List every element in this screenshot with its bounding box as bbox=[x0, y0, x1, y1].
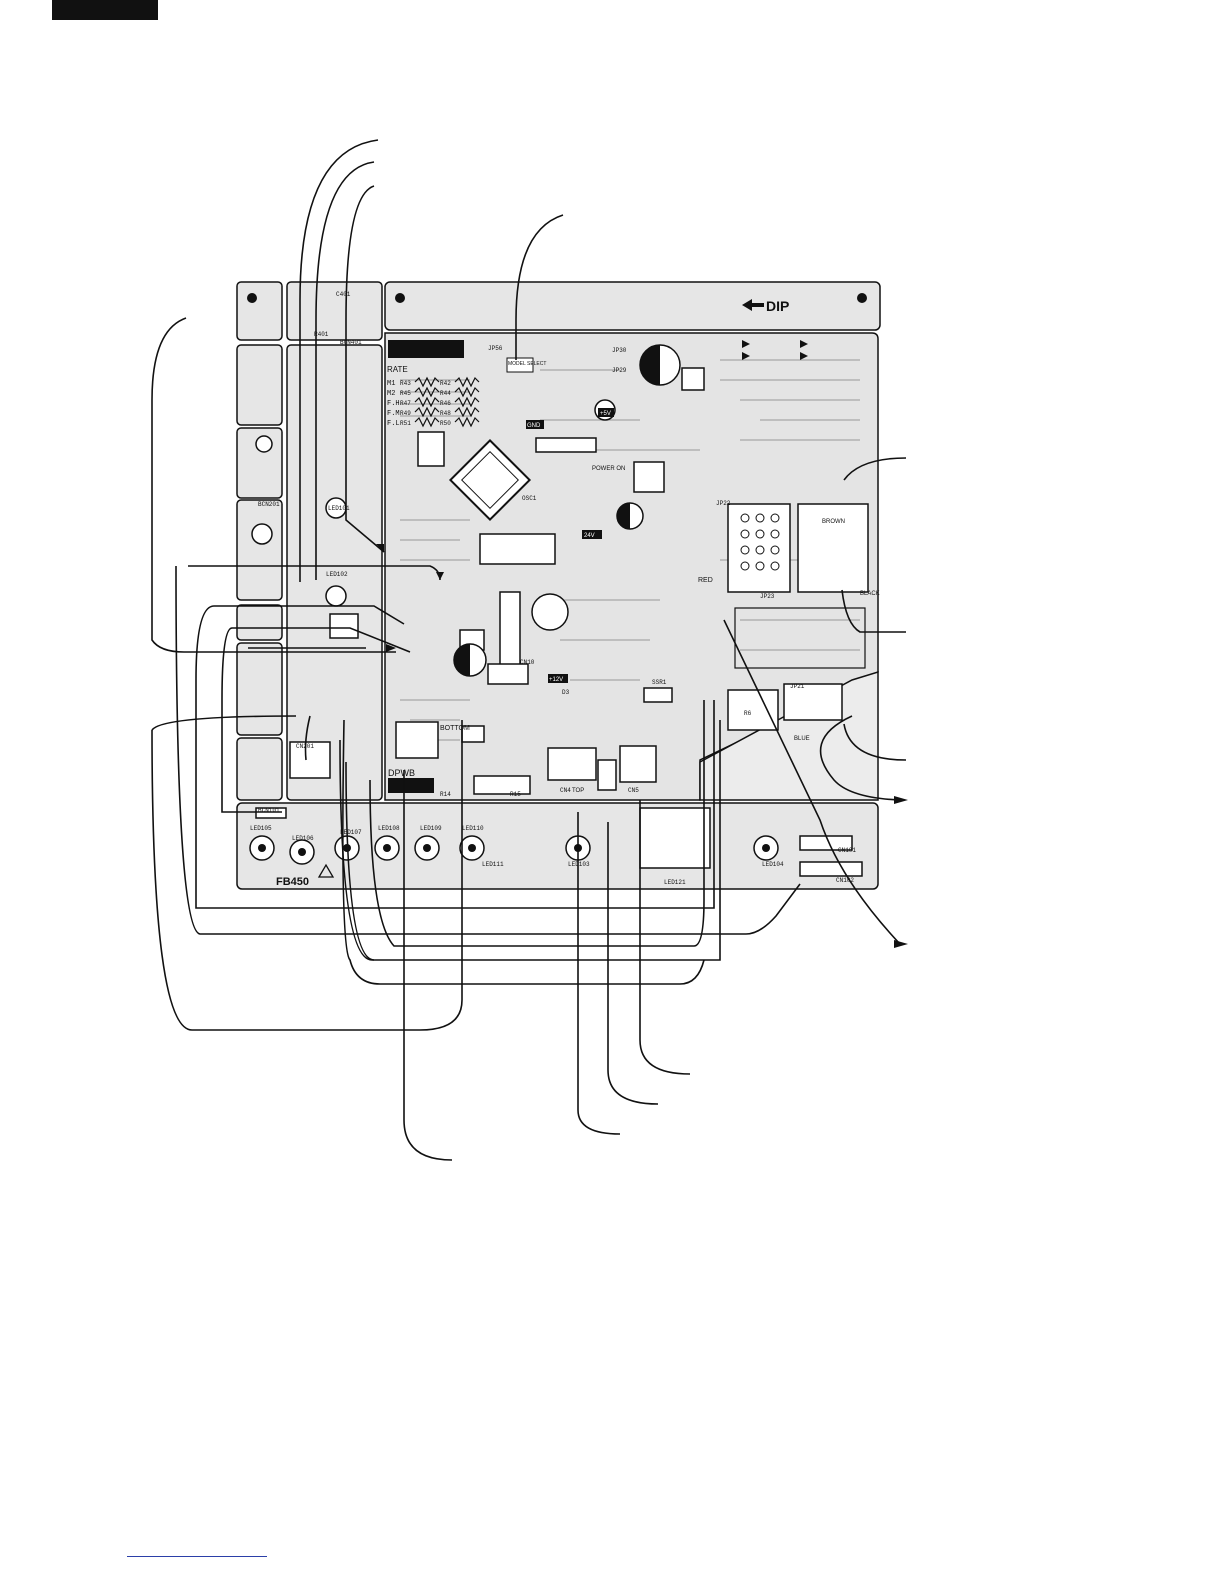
rate-row: M2 bbox=[387, 390, 395, 398]
bottom-label: BOTTOM bbox=[440, 725, 470, 732]
connector-label: CN4 bbox=[560, 787, 571, 794]
rate-resistor: R48 bbox=[440, 410, 451, 417]
mount-hole bbox=[857, 293, 867, 303]
v5-label: +5V bbox=[600, 411, 611, 417]
connector-label: BCN201 bbox=[258, 501, 280, 508]
v12-label: +12V bbox=[549, 677, 563, 683]
rate-resistor: R44 bbox=[440, 390, 451, 397]
led-label: LED105 bbox=[250, 825, 272, 832]
led-label: LED108 bbox=[378, 825, 400, 832]
v24-label: 24V bbox=[584, 533, 595, 539]
warning-triangle-icon bbox=[317, 863, 335, 878]
dip-strip bbox=[384, 281, 881, 331]
wire-black-label: BLACK bbox=[860, 591, 880, 597]
rate-resistor: R51 bbox=[400, 420, 411, 427]
capacitor-ry1 bbox=[531, 593, 569, 631]
film-capacitor bbox=[734, 607, 866, 669]
dip-arrow-icon bbox=[742, 299, 764, 311]
mount-hole bbox=[395, 293, 405, 303]
rate-row: F.L bbox=[387, 420, 400, 428]
rate-resistor: R42 bbox=[440, 380, 451, 387]
connector-label: BCN101 bbox=[258, 807, 280, 814]
strip-connectors bbox=[255, 807, 863, 877]
mount-hole bbox=[247, 293, 257, 303]
wire-brown-label: BROWN bbox=[822, 519, 845, 525]
rate-row: F.H bbox=[387, 400, 400, 408]
connectors-main bbox=[289, 613, 657, 795]
wire-red-label: RED bbox=[698, 577, 713, 584]
rate-label: RATE bbox=[387, 365, 408, 374]
footer-rule bbox=[127, 1556, 267, 1557]
gnd-label: GND bbox=[527, 423, 541, 429]
led-label: LED109 bbox=[420, 825, 442, 832]
jumper-label: JP21 bbox=[790, 683, 805, 690]
connector-label: CN10 bbox=[520, 659, 535, 666]
ic-label: OSC1 bbox=[522, 495, 537, 502]
connector-label: BCN401 bbox=[340, 339, 362, 346]
rate-row: M1 bbox=[387, 380, 395, 388]
header-bar bbox=[52, 0, 158, 20]
connector-label: CN5 bbox=[628, 787, 639, 794]
diodes bbox=[742, 340, 808, 360]
led-label: LED121 bbox=[664, 879, 686, 886]
callout-arrowheads bbox=[376, 544, 908, 948]
rate-resistor: R46 bbox=[440, 400, 451, 407]
led-label: LED111 bbox=[482, 861, 504, 868]
board-labels: DIP FB450 DPWB MODEL SELECT POWER ON +5V… bbox=[250, 291, 880, 888]
left-subboards bbox=[236, 281, 383, 801]
pcb-id: FB450 bbox=[276, 876, 309, 888]
led-label: LED106 bbox=[292, 835, 314, 842]
power-on-label: POWER ON bbox=[592, 466, 625, 472]
rate-block: RATE M1 M2 F.H F.M F.L R43 R45 R47 R49 R… bbox=[387, 365, 480, 428]
capacitor-c26-band bbox=[617, 503, 630, 529]
connector-label: CN101 bbox=[838, 847, 856, 854]
rate-resistor: R50 bbox=[440, 420, 451, 427]
led-label: LED102 bbox=[326, 571, 348, 578]
rate-resistor: R47 bbox=[400, 400, 411, 407]
part-label: D3 bbox=[562, 689, 570, 696]
jumper-label: JP30 bbox=[612, 347, 627, 354]
model-select-label: MODEL SELECT bbox=[508, 361, 546, 367]
capacitor-c8-band bbox=[454, 644, 470, 676]
silk-block bbox=[388, 778, 434, 793]
rate-resistor: R49 bbox=[400, 410, 411, 417]
part-label: R15 bbox=[510, 791, 521, 798]
part-label: R401 bbox=[314, 331, 329, 338]
jumper-label: JP29 bbox=[612, 367, 627, 374]
top-label: TOP bbox=[572, 788, 584, 794]
part-label: C401 bbox=[336, 291, 351, 298]
dip-label: DIP bbox=[766, 298, 789, 314]
capacitor-c4-band bbox=[640, 345, 660, 385]
led-strip bbox=[236, 802, 879, 890]
part-label: R6 bbox=[744, 710, 752, 717]
ic-packages bbox=[417, 367, 711, 869]
callout-lines bbox=[151, 139, 907, 1161]
relay-contacts bbox=[740, 513, 780, 571]
led-label: LED103 bbox=[568, 861, 590, 868]
led-label: LED101 bbox=[328, 505, 350, 512]
part-label: R14 bbox=[440, 791, 451, 798]
jumper-label: JP23 bbox=[760, 593, 775, 600]
wire-blue-label: BLUE bbox=[794, 736, 810, 742]
led-label: LED110 bbox=[462, 825, 484, 832]
rate-resistor: R43 bbox=[400, 380, 411, 387]
connector-label: CN102 bbox=[836, 877, 854, 884]
silk-block bbox=[388, 340, 464, 358]
jumper-label: JP22 bbox=[716, 500, 731, 507]
jumper-label: JP56 bbox=[488, 345, 503, 352]
rate-resistor: R45 bbox=[400, 390, 411, 397]
mcu-ic bbox=[448, 438, 532, 522]
led-label: LED107 bbox=[340, 829, 362, 836]
rate-row: F.M bbox=[387, 410, 400, 418]
relay-block bbox=[727, 503, 869, 731]
led-label: LED104 bbox=[762, 861, 784, 868]
ic-label: SSR1 bbox=[652, 679, 667, 686]
dpwb-label: DPWB bbox=[388, 768, 415, 778]
